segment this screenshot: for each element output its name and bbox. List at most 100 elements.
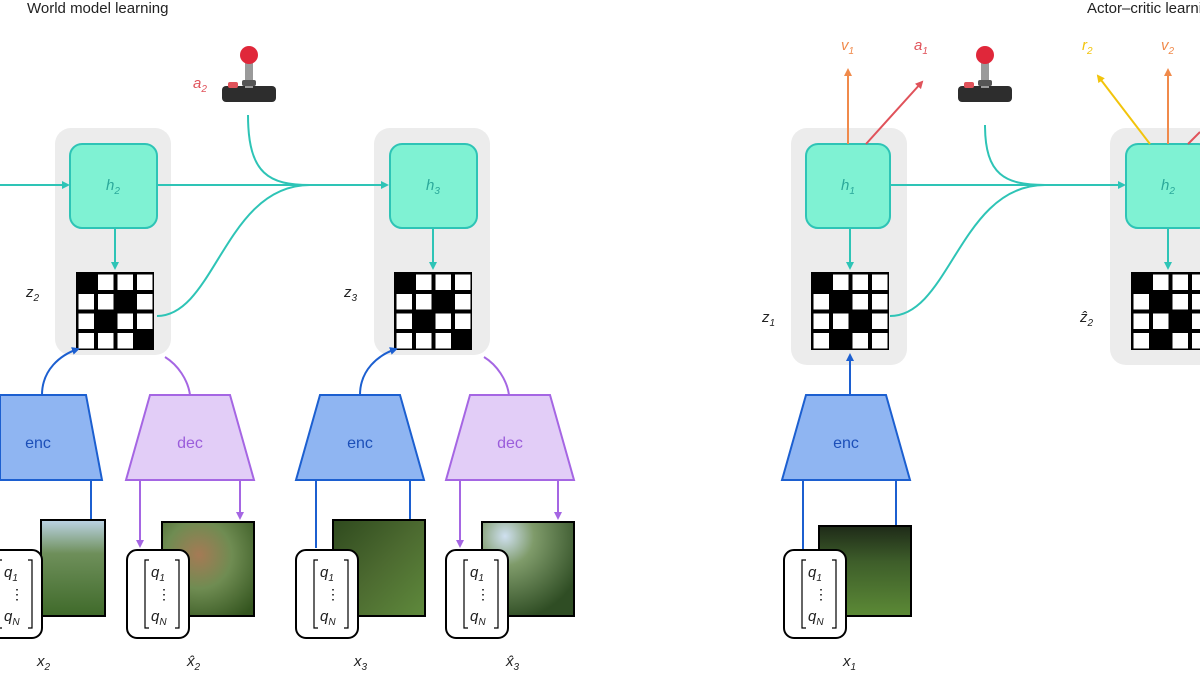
latent-cell [455,313,471,329]
latent-cell [137,294,153,310]
latent-cell [78,313,94,329]
latent-cell [872,294,888,310]
ac-encoder [780,394,912,481]
x3-hat-label: x̂3 [505,653,520,673]
latent-cell [435,274,451,290]
svg-text:qN: qN [320,608,336,628]
latent-cell [117,333,133,349]
ac-v2-label: v2 [1161,37,1175,57]
latent-cell [1153,274,1169,290]
latent-cell [396,313,412,329]
encoder-step3-label: enc [347,435,373,452]
latent-cell [396,274,412,290]
latent-cell [1192,294,1200,310]
latent-cell [78,274,94,290]
latent-cell [117,274,133,290]
actor-critic-title: Actor–critic learning [1087,0,1200,17]
z2-to-dec2-line [164,356,191,396]
ac-latent-merge-curve [889,184,1046,317]
z3-grid [394,272,472,350]
latent-cell [455,274,471,290]
ac-r2-label: r2 [1082,37,1093,57]
h3-label: h3 [426,177,440,197]
enc2-to-z2-arrow [41,347,80,396]
latent-cell [1172,274,1188,290]
svg-text:qN: qN [470,608,486,628]
latent-cell [852,274,868,290]
latent-merge-curve [156,184,311,317]
svg-text:q1: q1 [4,564,18,584]
latent-cell [416,333,432,349]
latent-cell [435,294,451,310]
frame-x2 [40,519,106,617]
latent-cell [416,274,432,290]
z2-label: z2 [25,284,40,304]
latent-cell [98,313,114,329]
latent-cell [98,333,114,349]
latent-cell [1133,333,1149,349]
latent-cell [852,294,868,310]
h2-label: h2 [106,177,120,197]
encoder-step2-label: enc [25,435,51,452]
decoder-step2-label: dec [177,435,203,452]
ac-action-merge-curve [984,124,1046,186]
svg-text:q1: q1 [320,564,334,584]
latent-cell [852,313,868,329]
latent-cell [1153,313,1169,329]
x2-label: x2 [36,653,51,673]
encoder-step2 [0,394,104,481]
latent-cell [872,274,888,290]
latent-cell [416,313,432,329]
latent-cell [1133,294,1149,310]
latent-cell [98,294,114,310]
latent-cell [435,313,451,329]
latent-cell [833,313,849,329]
action-a2-label: a2 [193,75,207,95]
z2-grid [76,272,154,350]
svg-text:qN: qN [808,608,824,628]
latent-cell [1172,294,1188,310]
ac-r2-arrow [1096,74,1151,145]
latent-cell [117,313,133,329]
latent-cell [1192,333,1200,349]
latent-cell [1172,333,1188,349]
latent-cell [416,294,432,310]
encoder-step3 [294,394,426,481]
latent-cell [117,294,133,310]
latent-cell [137,313,153,329]
svg-text:⋮: ⋮ [814,586,828,602]
ac-z2hat-grid [1131,272,1200,350]
latent-cell [833,333,849,349]
latent-cell [137,333,153,349]
latent-cell [455,294,471,310]
decoder-step3-label: dec [497,435,523,452]
world-model-title: World model learning [27,0,169,17]
z3-to-dec3-line [483,356,510,396]
ac-z1-grid [811,272,889,350]
enc3-to-z3-arrow [359,347,398,396]
svg-text:q1: q1 [151,564,165,584]
latent-cell [872,333,888,349]
x2-hat-label: x̂2 [186,653,201,673]
latent-cell [1192,313,1200,329]
latent-cell [78,294,94,310]
latent-cell [98,274,114,290]
latent-cell [1153,294,1169,310]
latent-cell [813,274,829,290]
ac-x1-label: x1 [842,653,856,673]
q-card-x2-hat: q1 ⋮ qN [126,549,190,639]
action-merge-curve [247,114,311,186]
h2-state-box [69,143,158,229]
latent-cell [1153,333,1169,349]
latent-cell [1133,313,1149,329]
svg-text:q1: q1 [808,564,822,584]
joystick-icon [958,46,1012,102]
latent-cell [872,313,888,329]
latent-cell [833,294,849,310]
decoder-step3 [444,394,576,481]
ac-h2-label: h2 [1161,177,1175,197]
ac-a1-label: a1 [914,37,928,57]
decoder-step2 [124,394,256,481]
latent-cell [813,313,829,329]
